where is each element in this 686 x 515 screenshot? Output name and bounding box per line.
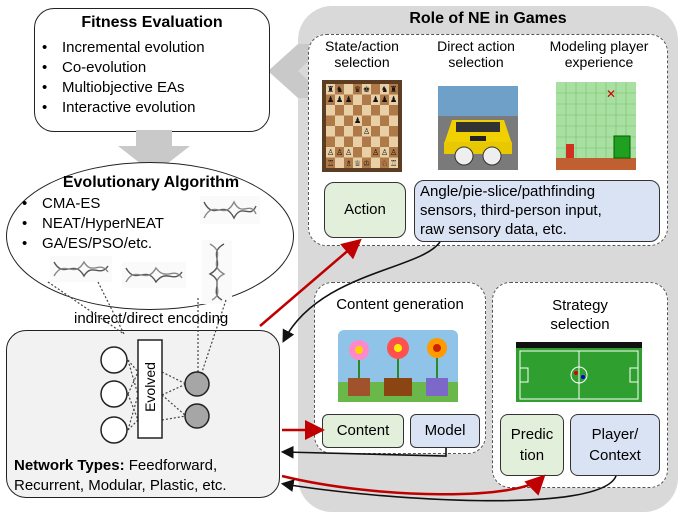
svg-text:♚: ♚	[363, 85, 370, 94]
network-types-text: Network Types: Feedforward, Recurrent, M…	[14, 456, 227, 496]
svg-text:♙: ♙	[327, 148, 334, 157]
dna-icon	[122, 262, 186, 288]
prediction-label: Predic tion	[510, 426, 554, 464]
ea-item: NEAT/HyperNEAT	[16, 214, 164, 234]
role-panel-title: Role of NE in Games	[409, 10, 567, 27]
fitness-list: Incremental evolution Co-evolution Multi…	[36, 38, 205, 118]
platformer-game-image: ✕	[556, 82, 636, 170]
svg-text:♟: ♟	[336, 95, 343, 104]
svg-text:♙: ♙	[390, 148, 397, 157]
svg-text:✕: ✕	[606, 87, 616, 101]
dna-icon	[202, 240, 232, 304]
modeling-player-title: Modeling player experience	[549, 38, 649, 70]
svg-text:♔: ♔	[363, 159, 370, 168]
svg-text:♜: ♜	[327, 85, 334, 94]
svg-text:♜: ♜	[390, 85, 397, 94]
dna-icon	[50, 256, 112, 282]
direct-action-title: Direct action selection	[437, 38, 515, 70]
fitness-item: Multiobjective EAs	[36, 78, 205, 98]
svg-text:♖: ♖	[390, 159, 397, 168]
svg-text:♟: ♟	[372, 95, 379, 104]
ea-item: GA/ES/PSO/etc.	[16, 234, 164, 254]
state-action-title: State/action selection	[325, 38, 399, 70]
action-box	[324, 182, 406, 238]
svg-text:♙: ♙	[363, 127, 370, 136]
fitness-item: Co-evolution	[36, 58, 205, 78]
model-box	[410, 414, 480, 448]
svg-text:♕: ♕	[354, 159, 361, 168]
svg-text:♘: ♘	[381, 159, 388, 168]
network-types-line1: Feedforward,	[124, 457, 218, 474]
fitness-evaluation-title: Fitness Evaluation	[81, 14, 223, 31]
svg-text:♟: ♟	[381, 95, 388, 104]
sensors-text: Angle/pie-slice/pathfinding sensors, thi…	[420, 183, 602, 238]
content-box	[322, 414, 404, 448]
network-types-line2: Recurrent, Modular, Plastic, etc.	[14, 477, 227, 494]
svg-text:♛: ♛	[354, 85, 361, 94]
content-label: Content	[336, 422, 390, 439]
svg-text:♙: ♙	[372, 148, 379, 157]
svg-text:♙: ♙	[336, 148, 343, 157]
chess-board-image: ♜♞♛♚♞♜ ♟♟♟♟♟♟ ♟♙ ♙♙♙♙♙♙ ♖♗♕♔♘♖	[322, 80, 402, 172]
network-types-heading: Network Types:	[14, 457, 125, 474]
soccer-field-image	[516, 342, 642, 402]
flower-pots-image	[338, 330, 458, 402]
player-context-box	[570, 414, 660, 476]
svg-text:♞: ♞	[336, 85, 343, 94]
svg-text:♙: ♙	[345, 148, 352, 157]
racing-car-image	[438, 86, 518, 170]
action-label: Action	[344, 201, 386, 218]
svg-text:♟: ♟	[345, 95, 352, 104]
down-arrow-icon	[118, 130, 190, 174]
svg-text:♞: ♞	[381, 85, 388, 94]
fitness-item: Incremental evolution	[36, 38, 205, 58]
fitness-item: Interactive evolution	[36, 98, 205, 118]
encoding-label: indirect/direct encoding	[74, 310, 229, 327]
ea-item: CMA-ES	[16, 194, 164, 214]
strategy-title: Strategy selection	[550, 297, 610, 333]
svg-text:♟: ♟	[390, 95, 397, 104]
dna-icon	[200, 196, 260, 224]
content-generation-title: Content generation	[336, 296, 464, 313]
ea-list: CMA-ES NEAT/HyperNEAT GA/ES/PSO/etc.	[16, 194, 164, 254]
evolved-label: Evolved	[142, 362, 158, 412]
svg-text:♗: ♗	[345, 159, 352, 168]
svg-text:♟: ♟	[327, 95, 334, 104]
player-context-label: Player/ Context	[589, 426, 641, 464]
svg-text:♟: ♟	[354, 116, 361, 125]
svg-text:♖: ♖	[327, 159, 334, 168]
model-label: Model	[424, 422, 466, 439]
ea-title: Evolutionary Algorithm	[62, 174, 240, 191]
sensors-box	[414, 180, 660, 242]
svg-text:♙: ♙	[381, 148, 388, 157]
